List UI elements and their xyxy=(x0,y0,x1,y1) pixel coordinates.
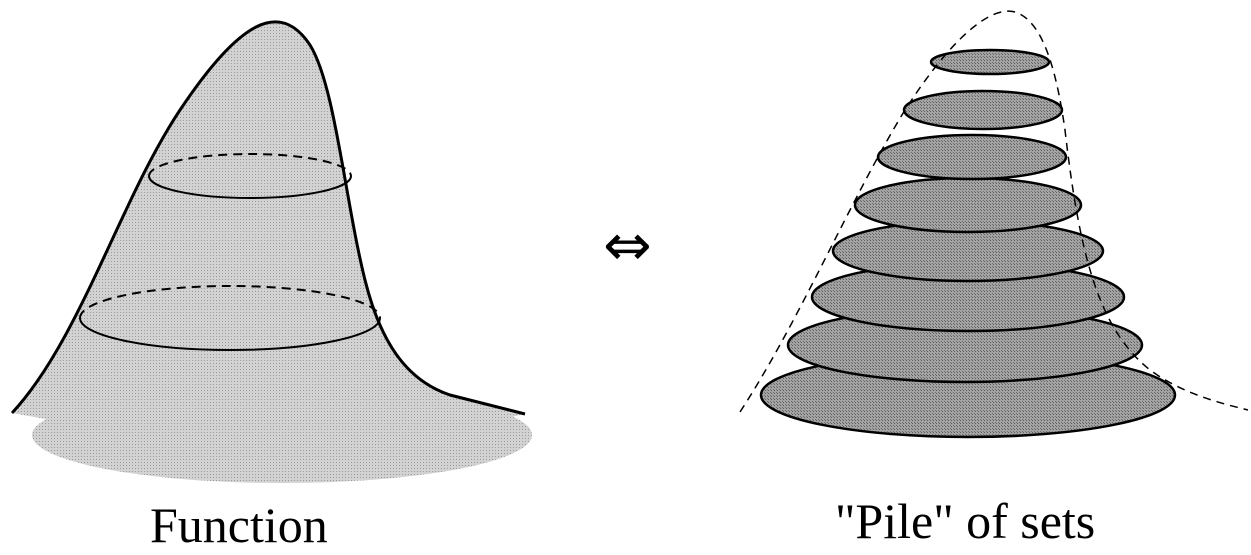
equivalence-symbol: ⇔ xyxy=(603,211,652,279)
surface-outline xyxy=(10,20,526,416)
lower-level-cut-back xyxy=(79,285,381,319)
pile-of-sets xyxy=(739,10,1249,439)
function-surface xyxy=(10,20,532,483)
lower-level-cut-front xyxy=(79,317,381,351)
set-level-4 xyxy=(853,176,1083,234)
set-level-1 xyxy=(929,48,1051,76)
set-level-2 xyxy=(902,89,1064,131)
upper-level-cut-back xyxy=(148,153,352,177)
pile-of-sets-caption: "Pile" of sets xyxy=(835,493,1096,549)
surface-body xyxy=(12,21,525,440)
upper-level-cut-front xyxy=(148,175,352,199)
function-caption: Function xyxy=(150,497,328,553)
set-level-3 xyxy=(876,133,1068,181)
